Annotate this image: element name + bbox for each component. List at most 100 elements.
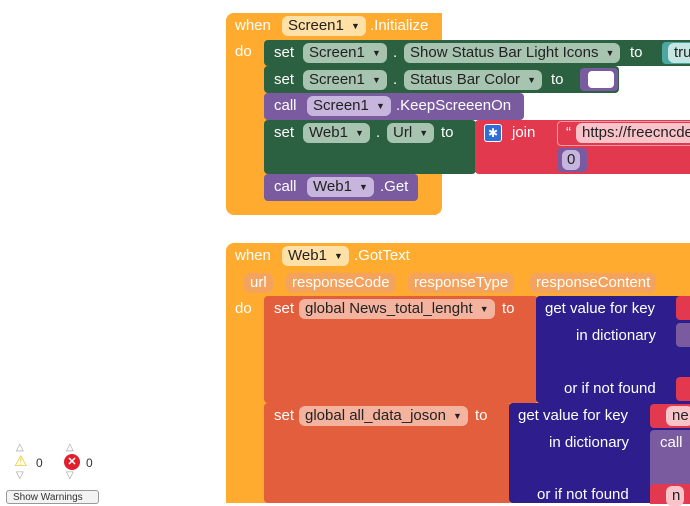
error-prev-arrow-icon[interactable]: △ <box>66 442 74 453</box>
dropdown-label: Screen1 <box>309 71 365 88</box>
dropdown-label: Web1 <box>288 247 327 264</box>
component-dropdown[interactable]: Screen1 ▼ <box>303 43 387 63</box>
warning-count: 0 <box>36 456 43 470</box>
warning-icon: ⚠ <box>14 453 28 470</box>
do-keyword: do <box>235 43 252 60</box>
method-name: .KeepScreeenOn <box>396 97 512 114</box>
component-dropdown[interactable]: Web1 ▼ <box>303 123 370 143</box>
dot-separator: . <box>376 124 381 141</box>
dropdown-arrow-icon: ▼ <box>527 75 537 85</box>
to-keyword: to <box>475 407 488 424</box>
set-keyword: set <box>274 407 295 424</box>
dropdown-arrow-icon: ▼ <box>355 128 364 138</box>
dropdown-arrow-icon: ▼ <box>605 48 615 58</box>
to-keyword: to <box>502 300 515 317</box>
param-url[interactable]: url <box>244 273 273 293</box>
when-keyword: when <box>235 247 271 264</box>
error-count: 0 <box>86 456 93 470</box>
warning-next-arrow-icon[interactable]: ▽ <box>16 470 24 481</box>
call-block[interactable] <box>650 430 690 490</box>
field-text: n <box>672 487 681 504</box>
dictionary-socket[interactable] <box>676 323 690 347</box>
to-keyword: to <box>551 71 564 88</box>
dropdown-label: Screen1 <box>288 17 344 34</box>
field-text: https://freecncde <box>582 124 690 141</box>
set-keyword: set <box>274 71 295 88</box>
call-keyword: call <box>274 97 297 114</box>
variable-dropdown[interactable]: global all_data_joson▼ <box>299 406 468 426</box>
dropdown-arrow-icon: ▼ <box>371 48 381 58</box>
key-socket[interactable] <box>676 296 690 320</box>
call-keyword: call <box>660 434 683 451</box>
error-indicator[interactable]: △ ✕ 0 ▽ <box>64 442 104 482</box>
show-warnings-button[interactable]: Show Warnings <box>6 490 99 504</box>
dropdown-arrow-icon: ▼ <box>419 128 429 138</box>
param-label: responseCode <box>292 274 390 291</box>
to-keyword: to <box>630 44 643 61</box>
component-dropdown[interactable]: Screen1 ▼ <box>307 96 391 116</box>
set-keyword: set <box>274 124 295 141</box>
field-text: 0 <box>567 151 576 168</box>
dropdown-label: Web1 <box>313 178 352 195</box>
component-dropdown-screen1[interactable]: Screen1 ▼ <box>282 16 366 36</box>
set-keyword: set <box>274 44 295 61</box>
number-field[interactable]: 0 <box>562 150 581 170</box>
param-label: responseType <box>414 274 509 291</box>
in-dictionary-label: in dictionary <box>576 327 657 344</box>
property-dropdown[interactable]: Show Status Bar Light Icons ▼ <box>404 43 621 63</box>
to-keyword: to <box>441 124 454 141</box>
text-string-field[interactable]: https://freecncde <box>576 123 690 143</box>
dictionary-lookup-block[interactable] <box>536 296 690 403</box>
param-label: responseContent <box>536 274 651 291</box>
event-name: .GotText <box>354 247 410 264</box>
not-found-socket[interactable] <box>676 377 690 401</box>
join-keyword: join <box>512 124 536 141</box>
param-label: url <box>250 274 267 291</box>
error-icon: ✕ <box>64 454 80 470</box>
component-dropdown[interactable]: Screen1 ▼ <box>303 70 387 90</box>
param-response-content[interactable]: responseContent <box>530 273 657 293</box>
get-value-for-key-label: get value for key <box>518 407 629 424</box>
color-swatch-white[interactable] <box>588 71 614 88</box>
dropdown-arrow-icon: ▼ <box>375 101 385 111</box>
component-dropdown[interactable]: Web1 ▼ <box>307 177 374 197</box>
dropdown-arrow-icon: ▼ <box>479 304 489 314</box>
param-response-code[interactable]: responseCode <box>286 273 396 293</box>
event-name: .Initialize <box>370 17 429 34</box>
dropdown-label: Url <box>393 124 413 141</box>
dropdown-label: global News_total_lenght <box>305 300 473 317</box>
variable-dropdown[interactable]: global News_total_lenght ▼ <box>299 299 495 319</box>
dropdown-label: Status Bar Color <box>410 71 521 88</box>
set-keyword: set <box>274 300 295 317</box>
field-text: ne <box>672 407 689 424</box>
warning-indicator[interactable]: △ ⚠ 0 ▽ <box>14 442 54 482</box>
dropdown-label: Web1 <box>309 124 348 141</box>
not-found-string-field[interactable]: n <box>666 486 685 506</box>
property-dropdown[interactable]: Url ▼ <box>387 123 435 143</box>
quote-open: “ <box>566 124 571 141</box>
warning-prev-arrow-icon[interactable]: △ <box>16 442 24 453</box>
param-response-type[interactable]: responseType <box>408 273 515 293</box>
dropdown-arrow-icon: ▼ <box>334 251 343 261</box>
dropdown-arrow-icon: ▼ <box>359 182 368 192</box>
property-dropdown[interactable]: Status Bar Color ▼ <box>404 70 543 90</box>
dropdown-arrow-icon: ▼ <box>350 21 360 31</box>
get-value-for-key-label: get value for key <box>545 300 656 317</box>
dropdown-label: Screen1 <box>313 97 369 114</box>
component-dropdown-web1[interactable]: Web1 ▼ <box>282 246 349 266</box>
dropdown-arrow-icon: ▼ <box>371 75 381 85</box>
or-if-not-found-label: or if not found <box>564 380 656 397</box>
dropdown-label: Screen1 <box>309 44 365 61</box>
when-keyword: when <box>235 17 271 34</box>
dropdown-arrow-icon: ▼ <box>453 411 462 421</box>
gear-icon[interactable]: ✱ <box>484 124 502 142</box>
set-web1-url-block[interactable] <box>264 120 476 174</box>
dropdown-label: Show Status Bar Light Icons <box>410 44 599 61</box>
key-string-field[interactable]: ne <box>666 406 690 426</box>
do-keyword: do <box>235 300 252 317</box>
or-if-not-found-label: or if not found <box>537 486 629 503</box>
error-next-arrow-icon[interactable]: ▽ <box>66 470 74 481</box>
method-name: .Get <box>380 178 409 195</box>
in-dictionary-label: in dictionary <box>549 434 630 451</box>
logic-value-dropdown[interactable]: tru <box>668 43 690 63</box>
